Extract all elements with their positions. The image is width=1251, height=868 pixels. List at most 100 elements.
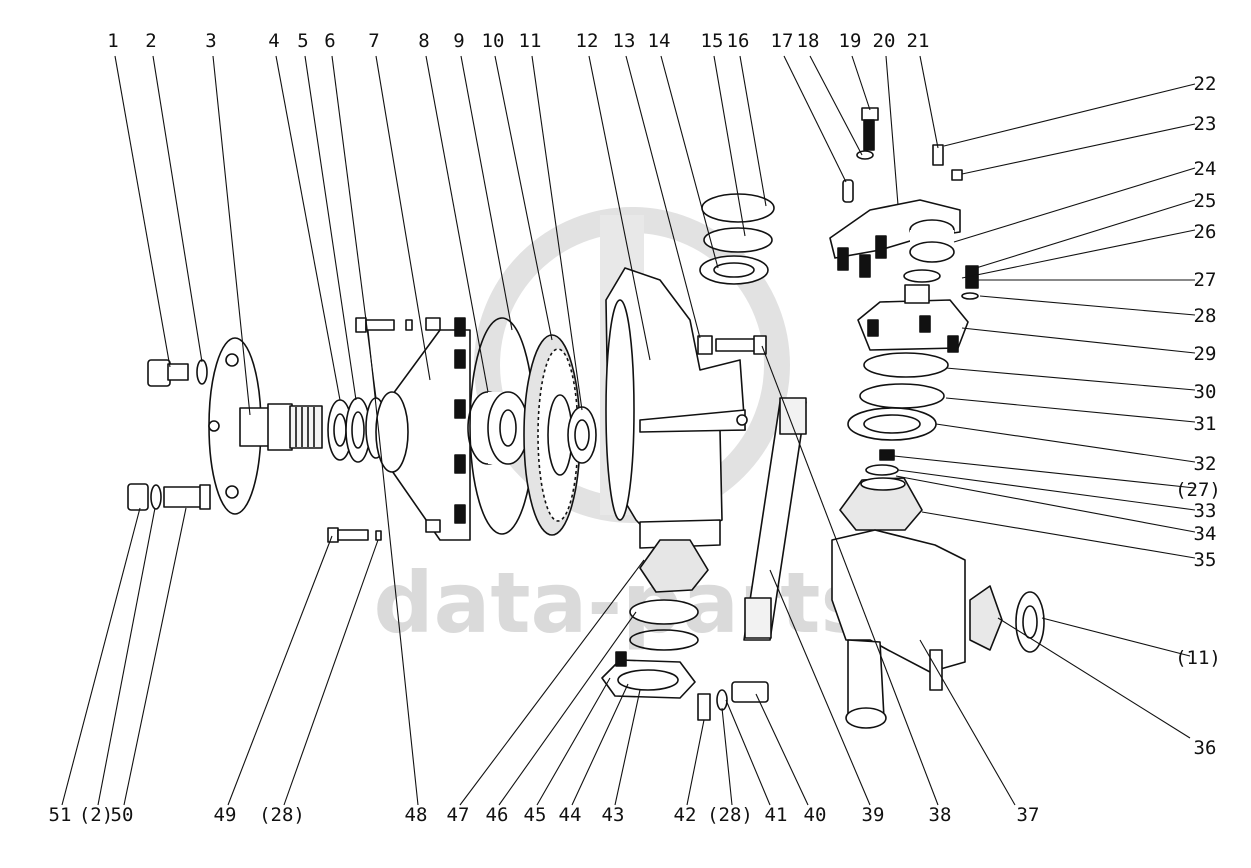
callout-c12: 12 (576, 30, 599, 52)
callout-c22: 22 (1194, 73, 1217, 95)
callout-c23: 23 (1194, 113, 1217, 135)
callout-c10: 10 (482, 30, 505, 52)
leader-line-c18 (809, 55, 863, 156)
callout-c13: 13 (613, 30, 636, 52)
leader-line-c8 (425, 55, 489, 393)
part-43-cover (601, 651, 696, 699)
leader-line-c33 (897, 469, 1196, 511)
callout-c27: 27 (1194, 269, 1217, 291)
part-11b-bearing (1015, 591, 1045, 653)
part-24-sleeve (909, 219, 955, 263)
leader-line-c5 (304, 55, 357, 401)
part-47-pinion (639, 539, 709, 593)
leader-line-c28 (979, 295, 1196, 316)
leader-line-c25 (975, 199, 1196, 269)
part-31-ring (859, 383, 945, 409)
part-42-bolt (697, 693, 711, 721)
leader-line-c28c (721, 707, 733, 806)
part-23-nut (951, 169, 963, 181)
part-12-housing (605, 267, 748, 549)
part-29-cover (857, 284, 969, 353)
leader-line-c45 (536, 677, 611, 806)
part-3-flange-shaft (208, 337, 323, 515)
part-38-bolt (715, 335, 767, 355)
callout-c36: 36 (1194, 737, 1217, 759)
callout-c20: 20 (873, 30, 896, 52)
callout-c35: 35 (1194, 549, 1217, 571)
part-46-bearing (629, 599, 699, 625)
leader-line-c51 (61, 507, 141, 806)
callout-c28: 28 (1194, 305, 1217, 327)
leader-line-c40 (755, 693, 809, 806)
callout-c25: 25 (1194, 190, 1217, 212)
leader-line-c21 (919, 55, 939, 149)
leader-line-c12 (588, 55, 651, 361)
callout-c45: 45 (524, 804, 547, 826)
part-19-bolt (861, 107, 879, 151)
part-51-nut (127, 483, 149, 511)
leader-line-c23 (961, 123, 1196, 175)
part-35-bevel-pinion (839, 477, 923, 531)
part-30-ring (863, 352, 949, 378)
callout-c18: 18 (797, 30, 820, 52)
callout-c3: 3 (205, 30, 216, 52)
part-8-hub (467, 391, 529, 465)
leader-line-c10 (494, 55, 553, 341)
callout-c40: 40 (804, 804, 827, 826)
callout-c11: 11 (519, 30, 542, 52)
leader-line-c4 (275, 55, 341, 401)
watermark-text: data-parts (374, 554, 871, 652)
part-17-pin (842, 179, 854, 203)
callout-c49: 49 (214, 804, 237, 826)
leader-line-c43 (614, 689, 641, 806)
leader-line-c2b (97, 507, 156, 806)
leader-line-c11b (1041, 617, 1191, 657)
callout-c16: 16 (727, 30, 750, 52)
leader-line-c17 (783, 55, 847, 183)
part-28-washer (405, 319, 413, 331)
part-36-bevel-gear (969, 585, 1003, 651)
part-28c-washer (961, 292, 979, 300)
callout-c37: 37 (1017, 804, 1040, 826)
leader-line-c1 (114, 55, 171, 368)
callout-c2b: (2) (79, 804, 113, 826)
callout-c44: 44 (559, 804, 582, 826)
leader-line-c41 (725, 699, 771, 806)
callout-c51: 51 (49, 804, 72, 826)
leader-line-c34 (895, 475, 1196, 533)
leader-line-c36 (997, 617, 1191, 739)
leader-line-c39 (769, 569, 871, 806)
callout-c24: 24 (1194, 158, 1217, 180)
leader-line-c32 (935, 423, 1196, 463)
callout-c11b: (11) (1175, 647, 1221, 669)
part-10-ring-gear (523, 334, 581, 536)
leader-line-c16 (739, 55, 767, 207)
part-27b-nut (879, 449, 895, 461)
leader-line-c14 (660, 55, 719, 269)
callout-c28b: (28) (259, 804, 305, 826)
callout-c43: 43 (602, 804, 625, 826)
part-7-cover (375, 317, 471, 541)
callout-c19: 19 (839, 30, 862, 52)
part-33-washer (865, 464, 899, 476)
leader-line-c35 (921, 511, 1196, 559)
part-45-ring (629, 629, 699, 651)
part-1-bolt (147, 359, 189, 387)
callout-c48: 48 (405, 804, 428, 826)
leader-line-c27b (893, 455, 1196, 489)
callout-c28c: (28) (707, 804, 753, 826)
callout-c17: 17 (771, 30, 794, 52)
part-50-stud (163, 484, 211, 510)
callout-c5: 5 (297, 30, 308, 52)
callout-c7: 7 (368, 30, 379, 52)
leader-line-c3 (212, 55, 251, 416)
callout-c9: 9 (453, 30, 464, 52)
leader-line-c24 (953, 167, 1196, 243)
callout-c27b: (27) (1175, 479, 1221, 501)
callout-c8: 8 (418, 30, 429, 52)
callout-c30: 30 (1194, 381, 1217, 403)
leader-line-c31 (945, 397, 1196, 423)
leader-line-c28b (283, 539, 379, 806)
leader-line-c26 (961, 229, 1196, 279)
part-32-bearing (847, 407, 937, 441)
